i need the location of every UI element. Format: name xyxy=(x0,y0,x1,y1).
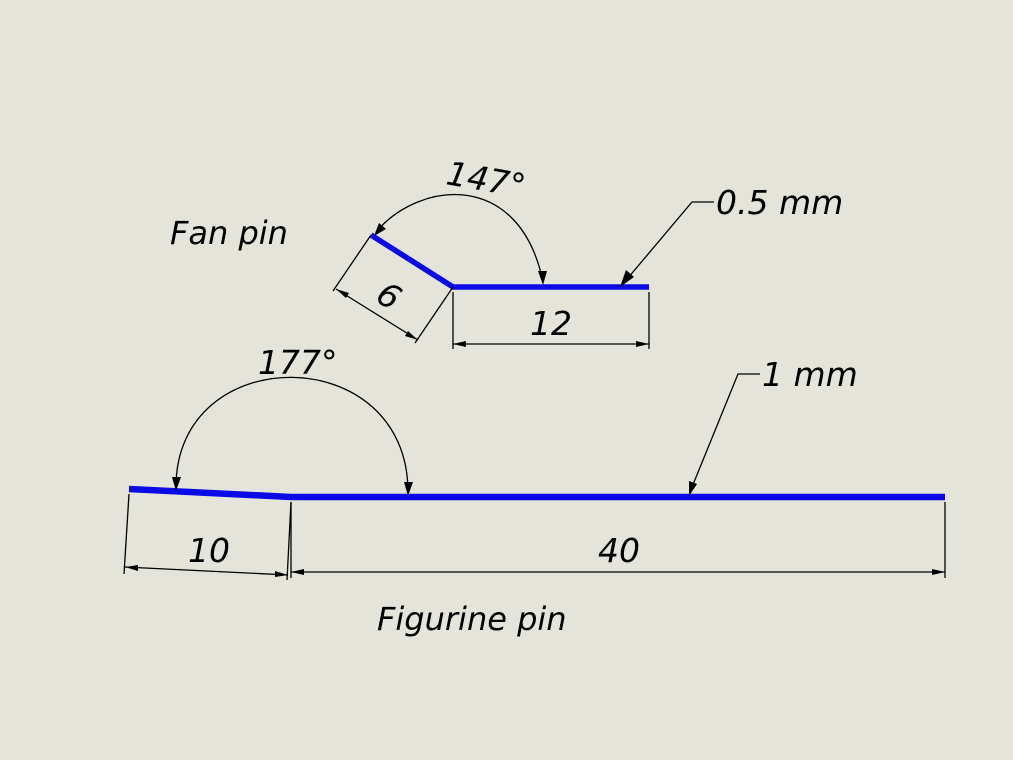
figurine-pin-short-dim-line xyxy=(124,566,289,576)
figurine-pin-thickness-arrow xyxy=(689,481,697,496)
fan-pin-profile xyxy=(369,232,649,290)
figurine-pin-thickness-leader xyxy=(689,373,760,493)
fan-pin-short-length: 6 xyxy=(370,274,408,318)
fan-pin-long-arrow-2 xyxy=(636,341,649,347)
fan-pin-group: Fan pin 147° 6 12 0.5 mm xyxy=(170,153,843,349)
fan-pin-long-length: 12 xyxy=(530,304,572,343)
figurine-pin-short-ext-line-1 xyxy=(123,493,130,575)
fan-pin-short-arrow-2 xyxy=(405,331,418,340)
figurine-pin-profile xyxy=(128,485,945,501)
fan-pin-thickness-arrow xyxy=(620,270,634,287)
fan-pin-angle-label: 147° xyxy=(444,153,529,205)
figurine-pin-short-arrow-2 xyxy=(275,571,288,577)
figurine-pin-angle-arc xyxy=(175,376,409,493)
fan-pin-angle-arrow-right xyxy=(538,271,547,285)
fan-pin-short-ext-line-2 xyxy=(414,286,454,344)
figurine-pin-angle-arrow-right xyxy=(404,482,413,496)
fan-pin-thickness-leader xyxy=(621,201,714,286)
figurine-pin-angle-label: 177° xyxy=(258,343,338,382)
figurine-pin-angle-arrow-left xyxy=(172,477,181,491)
fan-pin-thickness-label: 0.5 mm xyxy=(716,183,843,222)
figurine-pin-long-arrow-1 xyxy=(291,569,304,575)
figurine-pin-title: Figurine pin xyxy=(377,600,567,638)
figurine-pin-long-arrow-2 xyxy=(932,569,945,575)
fan-pin-angle-arrow-left xyxy=(374,223,386,236)
figurine-pin-short-length: 10 xyxy=(188,531,230,570)
fan-pin-short-ext-line-1 xyxy=(332,234,372,292)
fan-pin-long-arrow-1 xyxy=(453,341,466,347)
figurine-pin-short-ext-line-2 xyxy=(286,501,292,581)
fan-pin-title: Fan pin xyxy=(170,214,288,252)
figurine-pin-short-arrow-1 xyxy=(125,565,138,571)
fan-pin-angle-arc xyxy=(375,194,544,283)
figurine-pin-thickness-label: 1 mm xyxy=(762,355,858,394)
fan-pin-short-dim-line xyxy=(335,288,419,341)
figurine-pin-group: 177° 10 40 1 mm Figurine pin xyxy=(123,343,946,638)
fan-pin-short-arrow-1 xyxy=(336,289,349,298)
figurine-pin-long-length: 40 xyxy=(598,531,640,570)
